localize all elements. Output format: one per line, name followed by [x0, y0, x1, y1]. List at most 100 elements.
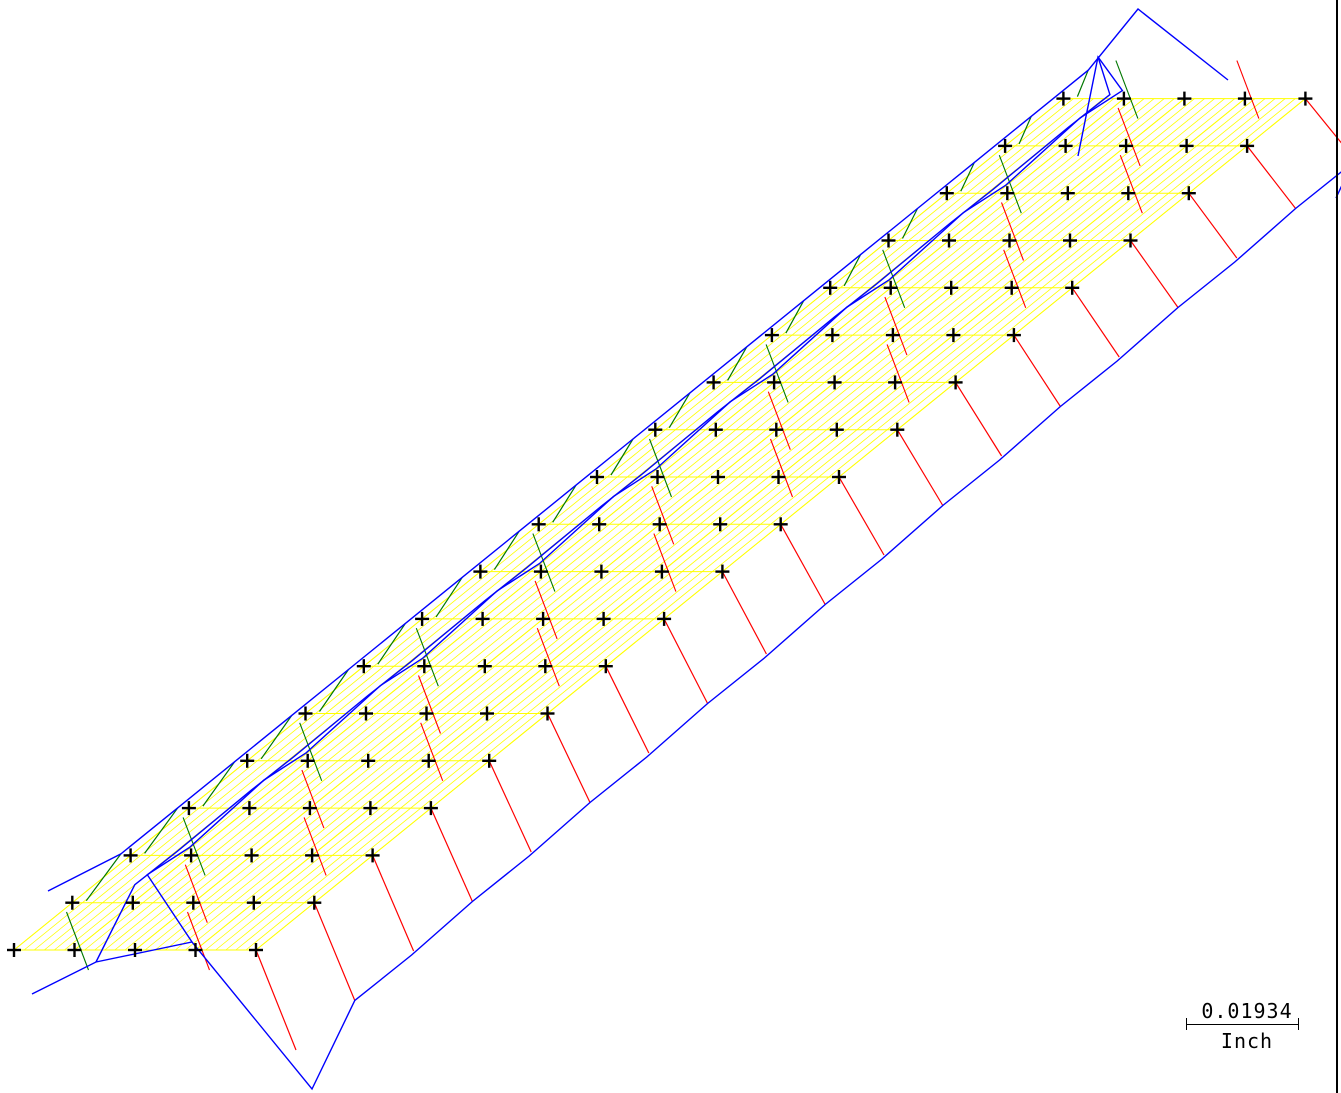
plus-node-icon — [482, 753, 497, 768]
plus-node-icon — [242, 801, 257, 816]
plus-node-icon — [829, 422, 844, 437]
green-vector — [493, 530, 520, 570]
green-vector — [1018, 116, 1032, 145]
plus-node-icon — [475, 611, 490, 626]
green-vector — [668, 392, 691, 429]
mesh-hatch-line — [23, 98, 1074, 951]
plus-node-icon — [769, 422, 784, 437]
plus-node-icon — [307, 895, 322, 910]
plus-node-icon — [363, 801, 378, 816]
plus-node-icon — [480, 706, 494, 721]
green-vector — [435, 576, 463, 618]
mesh-hatch-line — [215, 98, 1266, 951]
scale-unit: Inch — [1220, 1029, 1274, 1053]
plus-node-icon — [590, 470, 604, 484]
plus-node-icon — [596, 611, 611, 626]
green-vector — [319, 669, 349, 712]
plus-node-icon — [1063, 233, 1077, 248]
green-vector — [1076, 69, 1089, 97]
red-vector — [536, 628, 560, 687]
red-vector — [884, 296, 908, 356]
plus-node-icon — [356, 659, 371, 674]
red-vector — [663, 618, 709, 704]
plus-node-icon — [1056, 91, 1071, 106]
green-vector — [648, 438, 673, 498]
plus-node-icon — [419, 706, 434, 721]
mesh-hatch-line — [165, 98, 1215, 951]
plus-node-icon — [648, 422, 663, 437]
red-vector — [420, 722, 444, 781]
plus-node-icon — [592, 517, 607, 532]
node-markers — [7, 91, 1313, 957]
deformed-outline-upper — [47, 8, 1229, 892]
green-vector — [727, 346, 748, 381]
mesh-hatch-line — [185, 98, 1236, 951]
deformed-outline-middle — [146, 55, 1124, 943]
plus-node-icon — [423, 801, 438, 816]
red-vector — [886, 344, 910, 403]
red-vector — [1119, 155, 1143, 214]
scale-value: 0.01934 — [1201, 999, 1293, 1023]
red-vector — [955, 382, 1003, 457]
plus-node-icon — [125, 895, 140, 910]
plus-node-icon — [417, 659, 432, 674]
red-vector — [301, 769, 325, 829]
mesh-hatch-line — [124, 98, 1175, 951]
plus-node-icon — [594, 564, 609, 579]
green-vector — [260, 715, 293, 760]
mesh-hatch-line — [114, 98, 1165, 951]
red-vector — [1236, 60, 1260, 119]
plus-node-icon — [942, 233, 956, 248]
deformed-outlines — [31, 8, 1341, 1091]
red-vector — [651, 486, 675, 545]
mesh-hatch-line — [84, 98, 1135, 951]
plus-node-icon — [1006, 328, 1021, 343]
mesh-hatch-line — [225, 98, 1276, 951]
plus-node-icon — [706, 375, 721, 390]
red-vector — [186, 911, 211, 971]
plus-node-icon — [415, 611, 430, 626]
green-vector — [960, 162, 975, 192]
plus-node-icon — [533, 564, 548, 579]
green-vector — [1115, 60, 1139, 119]
plus-node-icon — [654, 564, 669, 579]
plus-node-icon — [708, 422, 723, 437]
plus-node-icon — [1058, 138, 1073, 153]
plus-node-icon — [998, 138, 1013, 153]
red-vector — [1130, 240, 1179, 308]
plus-node-icon — [246, 895, 261, 910]
plus-node-icon — [1240, 138, 1255, 153]
green-vector — [377, 623, 406, 665]
plus-node-icon — [767, 375, 782, 390]
green-vector — [202, 761, 236, 807]
green-vector — [785, 300, 805, 334]
plus-node-icon — [1181, 186, 1196, 201]
plus-node-icon — [128, 943, 142, 957]
red-vector — [488, 760, 532, 853]
plus-node-icon — [298, 706, 313, 721]
plot-border — [1336, 0, 1338, 1093]
plus-node-icon — [715, 564, 730, 579]
plus-node-icon — [890, 422, 905, 437]
plus-node-icon — [1123, 233, 1138, 248]
plus-node-icon — [832, 470, 846, 484]
red-vector — [255, 949, 297, 1051]
green-vector — [998, 155, 1022, 214]
mesh-hatch-line — [44, 98, 1094, 951]
plus-node-icon — [598, 659, 613, 674]
mesh-hatch-line — [154, 98, 1205, 951]
plus-node-icon — [421, 753, 436, 768]
scale-bar: 0.01934 Inch — [1184, 999, 1302, 1055]
plus-node-icon — [300, 753, 315, 768]
red-vector — [721, 571, 767, 655]
green-vector — [610, 438, 634, 476]
plus-node-icon — [181, 801, 196, 816]
displacement-vectors — [65, 60, 1341, 1051]
green-vector — [144, 807, 179, 854]
plus-node-icon — [939, 186, 954, 201]
mesh-hatch-line — [104, 98, 1155, 951]
plus-node-icon — [1179, 138, 1194, 153]
green-vector — [85, 853, 122, 902]
red-vector — [653, 533, 677, 592]
